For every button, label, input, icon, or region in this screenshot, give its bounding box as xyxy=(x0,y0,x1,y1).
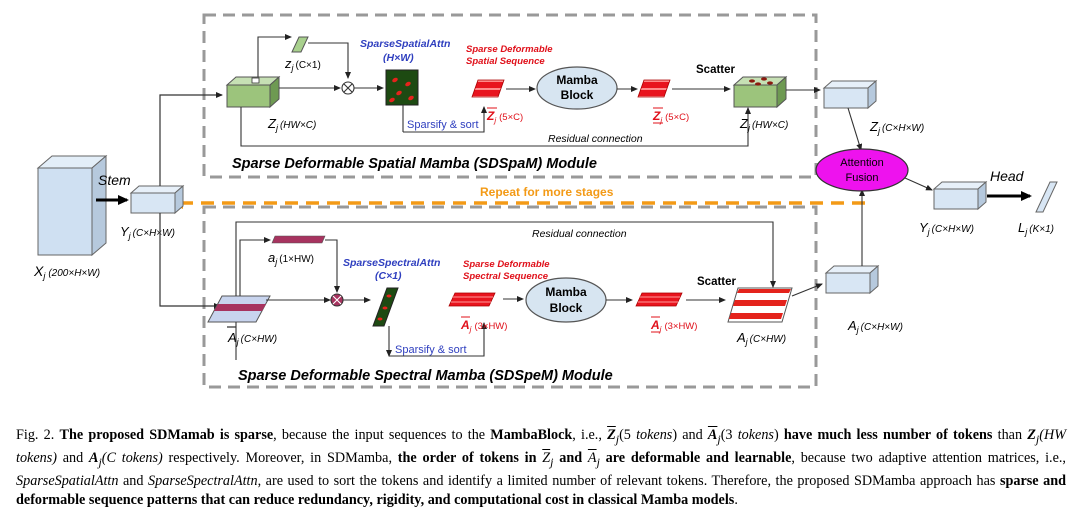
spatial-residual-label: Residual connection xyxy=(548,133,643,145)
repeat-label: Repeat for more stages xyxy=(480,185,614,199)
spectral-sparsify-arrow xyxy=(389,322,487,357)
spatial-to-query xyxy=(257,34,292,77)
spatial-output-cube xyxy=(732,75,788,109)
attention-fusion-label-1: Attention xyxy=(840,157,883,169)
spectral-seq-out-label: Aj(3×HW) xyxy=(650,318,697,334)
spatial-mamba-label-1: Mamba xyxy=(556,73,598,87)
spatial-to-fusion xyxy=(847,107,863,151)
spectral-residual xyxy=(235,221,776,296)
spatial-mamba-block xyxy=(536,66,618,110)
spatial-scatter-label: Scatter xyxy=(696,64,736,76)
stem-to-spatial xyxy=(159,92,223,186)
spatial-attention-map xyxy=(385,69,419,106)
spectral-attn-title: SparseSpectralAttn xyxy=(343,257,440,269)
sparsify-arrow xyxy=(403,106,487,133)
query-to-mul xyxy=(308,42,351,79)
spectral-mamba-label-1: Mamba xyxy=(545,285,587,299)
spatial-module-frame xyxy=(202,13,818,179)
spatial-output-sequence xyxy=(637,79,671,98)
spectral-attn-dims: (C×1) xyxy=(375,270,402,282)
spectral-query-label: aj(1×HW) xyxy=(268,250,314,267)
spatial-seq-title-1: Sparse Deformable xyxy=(466,44,553,55)
logits-vector xyxy=(1035,181,1058,213)
input-label: Xj(200×H×W) xyxy=(33,263,100,281)
stem-label: Stem xyxy=(98,172,131,188)
spatial-input-label: Zj(HW×C) xyxy=(267,116,316,133)
spectral-output-sequence xyxy=(635,292,683,307)
spectral-output-label: Aj(C×HW) xyxy=(736,330,786,347)
spectral-module-title: Sparse Deformable Spectral Mamba (SDSpeM… xyxy=(238,368,613,384)
fusion-output-label: Yj(C×H×W) xyxy=(919,220,974,237)
spatial-reshaped-cube xyxy=(822,79,878,110)
spectral-seq-title-2: Spectral Sequence xyxy=(463,271,549,282)
spectral-input-label: Aj(C×HW) xyxy=(227,330,277,347)
stem-output-label: Yj(C×H×W) xyxy=(120,224,175,241)
spectral-output-matrix xyxy=(727,287,793,323)
logits-label: Lj(K×1) xyxy=(1018,220,1054,237)
spatial-residual xyxy=(240,107,751,147)
spatial-sparse-sequence xyxy=(471,79,505,98)
stem-to-spectral xyxy=(159,213,221,309)
spatial-attn-title: SparseSpatialAttn xyxy=(360,38,450,50)
spectral-sparse-sequence xyxy=(448,292,496,307)
attention-fusion-node xyxy=(815,148,909,192)
input-cube xyxy=(36,154,108,257)
spatial-sparsify-label: Sparsify & sort xyxy=(407,119,479,131)
spatial-module-title: Sparse Deformable Spatial Mamba (SDSpaM)… xyxy=(232,156,597,172)
spatial-input-cube xyxy=(225,75,281,109)
spectral-multiply-icon xyxy=(330,293,344,307)
spectral-query-vector xyxy=(271,235,326,244)
spatial-seq-out-label: Zj(5×C) xyxy=(652,109,689,125)
fusion-output-cube xyxy=(932,180,988,211)
head-label: Head xyxy=(990,168,1025,184)
spectral-sparsify-label: Sparsify & sort xyxy=(395,344,467,356)
spectral-query-to-mul xyxy=(325,239,340,293)
spatial-seq-title-2: Spatial Sequence xyxy=(466,56,545,67)
fusion-to-output xyxy=(904,177,933,191)
spectral-module-frame xyxy=(202,205,818,389)
spectral-attention-vector xyxy=(372,287,399,327)
spectral-mamba-label-2: Block xyxy=(550,301,583,315)
spatial-mamba-label-2: Block xyxy=(561,88,594,102)
figure-caption: Fig. 2. The proposed SDMamab is sparse, … xyxy=(16,427,1067,508)
architecture-diagram: Repeat for more stages Xj(200×H×W) Stem … xyxy=(33,13,1058,389)
spectral-seq-in-label: Aj(3×HW) xyxy=(460,318,507,334)
spectral-residual-label: Residual connection xyxy=(532,228,627,240)
spectral-out-arrow xyxy=(791,283,823,297)
spatial-reshaped-label: Zj(C×H×W) xyxy=(869,119,924,136)
spectral-to-query xyxy=(239,237,271,296)
spectral-reshaped-cube xyxy=(824,264,880,295)
attention-fusion-label-2: Fusion xyxy=(845,172,878,184)
spectral-reshaped-label: Aj(C×H×W) xyxy=(847,318,903,335)
stem-output-cube xyxy=(129,184,185,215)
spectral-input-matrix xyxy=(207,295,271,323)
spatial-query-vector xyxy=(291,36,309,53)
spectral-seq-title-1: Sparse Deformable xyxy=(463,259,550,270)
spatial-query-label: zj(C×1) xyxy=(284,56,321,73)
spatial-multiply-icon xyxy=(341,81,355,95)
spectral-scatter-label: Scatter xyxy=(697,276,737,288)
spatial-output-label: Zj(HW×C) xyxy=(739,116,788,133)
spatial-attn-dims: (H×W) xyxy=(383,52,414,64)
spatial-seq-in-label: Zj(5×C) xyxy=(486,109,523,125)
